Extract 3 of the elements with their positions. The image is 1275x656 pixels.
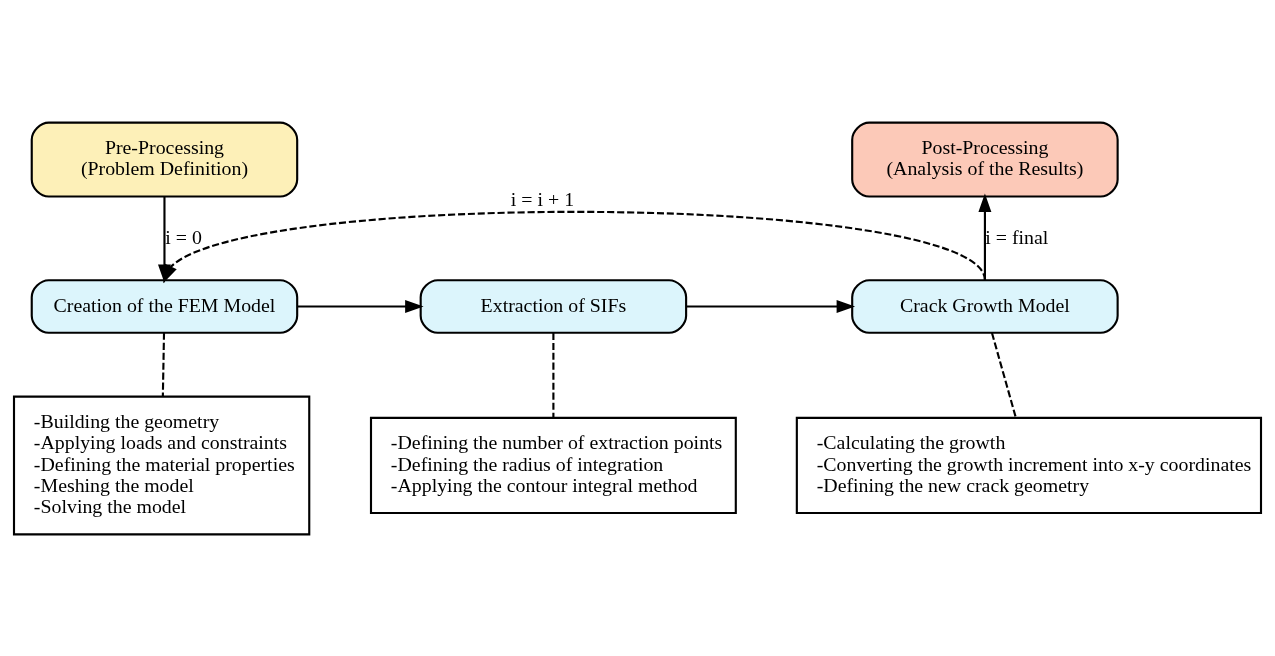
edge-label: i = final xyxy=(985,225,1049,248)
edge-label: i = 0 xyxy=(165,225,202,248)
edge-label: i = i + 1 xyxy=(510,187,575,210)
